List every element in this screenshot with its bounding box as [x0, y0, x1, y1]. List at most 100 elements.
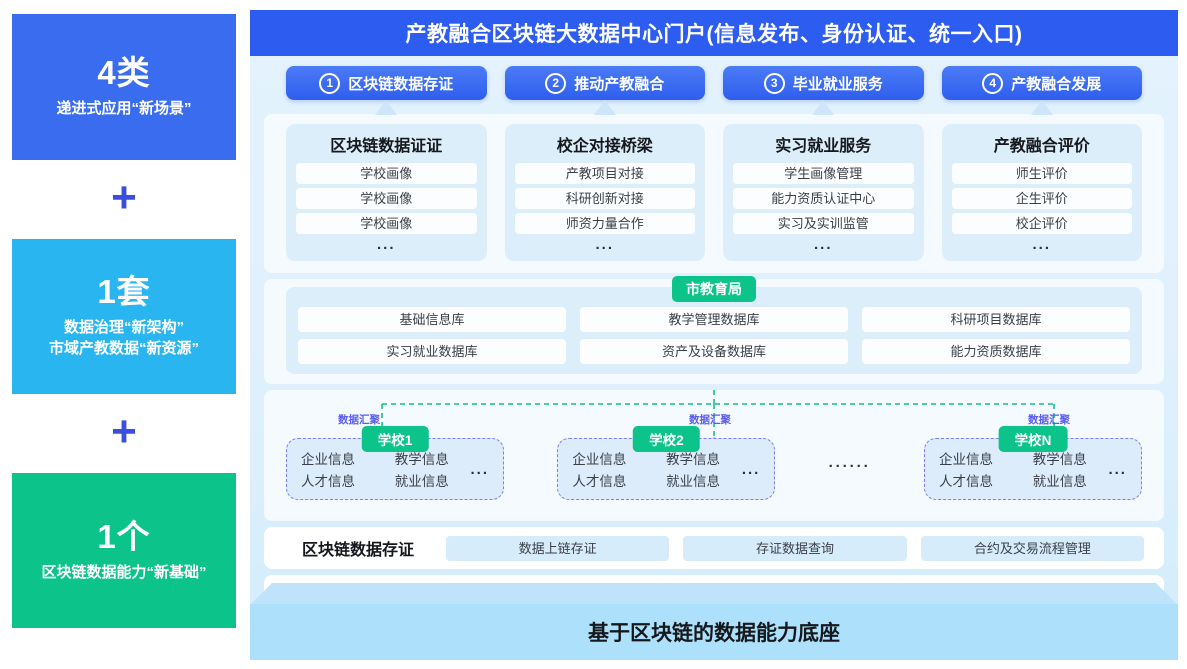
- school-2-dots: ...: [741, 460, 761, 478]
- scenario-card-1-dots: ...: [376, 236, 396, 253]
- school-n-field-0: 企业信息: [938, 452, 993, 467]
- scenario-card-1-item-1[interactable]: 学校画像: [296, 188, 477, 209]
- bureau-db-cell-0-1[interactable]: 教学管理数据库: [580, 307, 848, 332]
- bureau-db-row-2: 实习就业数据库 资产及设备数据库 能力资质数据库: [298, 339, 1130, 364]
- scenario-card-4-dots: ...: [1032, 236, 1051, 253]
- scenario-badge-3[interactable]: 3 毕业就业服务: [723, 66, 924, 100]
- school-1-field-0: 企业信息: [301, 452, 355, 467]
- badge-label-1: 区块链数据存证: [348, 75, 454, 93]
- schools-section: 数据汇聚 数据汇聚 数据汇聚 学校1 企业信息 教学信息 人才信息 就业信息 .…: [264, 390, 1164, 521]
- school-fields-n: 企业信息 教学信息 人才信息 就业信息: [939, 448, 1104, 490]
- scenario-card-1-title: 区块链数据证证: [330, 138, 443, 155]
- up-arrow-icon-3: [812, 100, 835, 115]
- badge-label-2: 推动产教融合: [574, 75, 665, 93]
- scenario-card-2-item-2[interactable]: 师资力量合作: [514, 213, 695, 234]
- bureau-chip: 市教育局: [672, 276, 756, 302]
- schools-ellipsis: ······: [828, 457, 871, 475]
- scenario-card-1-item-2[interactable]: 学校画像: [296, 213, 477, 234]
- plus-glyph-2: +: [111, 406, 137, 456]
- school-n-field-1: 教学信息: [1032, 452, 1087, 467]
- up-arrow-icon-2: [593, 100, 616, 115]
- school-1-dots: ...: [470, 460, 489, 478]
- capability-row-blockchain: 区块链数据存证 数据上链存证 存证数据查询 合约及交易流程管理: [264, 527, 1164, 569]
- scenario-card-4-item-2[interactable]: 校企评价: [951, 213, 1132, 234]
- rail-block-foundation-sub: 区块链数据能力“新基础”: [41, 563, 207, 581]
- scenario-badge-2[interactable]: 2 推动产教融合: [504, 66, 705, 100]
- scenario-card-3-item-2[interactable]: 实习及实训监管: [733, 213, 914, 234]
- school-n-dots: ...: [1108, 460, 1127, 478]
- arrow-cell-2: [505, 100, 706, 116]
- rail-block-scenarios-big: 4类: [97, 54, 151, 92]
- upward-arrow-row: [264, 100, 1164, 116]
- bureau-db-cell-1-0[interactable]: 实习就业数据库: [298, 339, 566, 364]
- school-1-field-2: 人才信息: [301, 474, 355, 489]
- bureau-db-cell-0-2[interactable]: 科研项目数据库: [862, 307, 1130, 332]
- school-2-field-1: 教学信息: [666, 452, 721, 467]
- school-n-field-2: 人才信息: [938, 474, 993, 489]
- rail-block-governance-big: 1套: [97, 273, 151, 311]
- school-chip-2: 学校2: [633, 426, 700, 452]
- arrow-cell-4: [942, 100, 1143, 116]
- bureau-db-cell-0-0[interactable]: 基础信息库: [298, 307, 566, 332]
- school-2-field-2: 人才信息: [572, 474, 627, 489]
- capability-cell-0-0[interactable]: 数据上链存证: [446, 535, 670, 561]
- school-node-1[interactable]: 学校1 企业信息 教学信息 人才信息 就业信息 ...: [286, 426, 504, 500]
- plus-separator-1: +: [12, 160, 236, 239]
- badge-label-3: 毕业就业服务: [792, 75, 883, 93]
- left-rail: 4类 递进式应用“新场景” + 1套 数据治理“新架构” 市域产教数据“新资源”…: [12, 14, 236, 656]
- badge-number-3: 3: [763, 72, 785, 94]
- rail-block-foundation: 1个 区块链数据能力“新基础”: [12, 473, 236, 628]
- school-fields-1: 企业信息 教学信息 人才信息 就业信息: [301, 448, 466, 490]
- up-arrow-icon-4: [1030, 100, 1053, 115]
- panel-body: 1 区块链数据存证 2 推动产教融合 3 毕业就业服务 4 产教融合发展: [250, 56, 1178, 660]
- scenario-badge-4[interactable]: 4 产教融合发展: [941, 66, 1142, 100]
- school-2-field-0: 企业信息: [572, 452, 627, 467]
- badge-label-4: 产教融合发展: [1011, 75, 1102, 93]
- scenario-card-3-title: 实习就业服务: [775, 138, 872, 155]
- agg-label-school-2: 数据汇聚: [689, 414, 731, 426]
- arrow-cell-3: [723, 100, 924, 116]
- school-1-field-3: 就业信息: [394, 474, 449, 489]
- scenario-card-4[interactable]: 产教融合评价 师生评价 企生评价 校企评价 ...: [941, 124, 1142, 261]
- scenario-card-1-item-0[interactable]: 学校画像: [296, 163, 477, 184]
- scenario-card-2-item-0[interactable]: 产教项目对接: [514, 163, 695, 184]
- badge-number-4: 4: [982, 72, 1004, 94]
- rail-block-governance-sub-line1: 数据治理“新架构”: [63, 319, 184, 337]
- bureau-section: 市教育局 基础信息库 教学管理数据库 科研项目数据库 实习就业数据库 资产及设备…: [264, 276, 1164, 384]
- capability-row-blockchain-label: 区块链数据存证: [301, 542, 414, 559]
- scenario-card-3-item-0[interactable]: 学生画像管理: [733, 163, 914, 184]
- bureau-db-cell-1-1[interactable]: 资产及设备数据库: [580, 339, 848, 364]
- capability-cell-0-2[interactable]: 合约及交易流程管理: [920, 535, 1144, 561]
- bureau-inner: 市教育局 基础信息库 教学管理数据库 科研项目数据库 实习就业数据库 资产及设备…: [286, 276, 1142, 374]
- bureau-db-cell-1-2[interactable]: 能力资质数据库: [862, 339, 1130, 364]
- scenario-card-2[interactable]: 校企对接桥梁 产教项目对接 科研创新对接 师资力量合作 ...: [504, 124, 705, 261]
- scenario-card-2-item-1[interactable]: 科研创新对接: [514, 188, 695, 209]
- rail-block-governance: 1套 数据治理“新架构” 市域产教数据“新资源”: [12, 239, 236, 394]
- school-node-n[interactable]: 学校N 企业信息 教学信息 人才信息 就业信息 ...: [923, 426, 1142, 500]
- school-1-field-1: 教学信息: [394, 452, 449, 467]
- portal-header: 产教融合区块链大数据中心门户(信息发布、身份认证、统一入口): [250, 10, 1178, 56]
- rail-block-foundation-big: 1个: [97, 517, 151, 555]
- portal-header-title: 产教融合区块链大数据中心门户(信息发布、身份认证、统一入口): [405, 23, 1023, 46]
- scenario-cards: 区块链数据证证 学校画像 学校画像 学校画像 ... 校企对接桥梁 产教项目对接…: [286, 124, 1142, 261]
- school-chip-1: 学校1: [361, 426, 429, 452]
- bureau-db-row-1: 基础信息库 教学管理数据库 科研项目数据库: [298, 307, 1130, 332]
- school-2-field-3: 就业信息: [666, 474, 721, 489]
- scenario-card-1[interactable]: 区块链数据证证 学校画像 学校画像 学校画像 ...: [286, 124, 487, 261]
- school-node-2[interactable]: 学校2 企业信息 教学信息 人才信息 就业信息 ...: [557, 426, 776, 500]
- scenario-badge-1[interactable]: 1 区块链数据存证: [286, 66, 487, 100]
- scenario-card-3-item-1[interactable]: 能力资质认证中心: [733, 188, 914, 209]
- capability-cell-0-1[interactable]: 存证数据查询: [683, 535, 907, 561]
- scenario-card-2-title: 校企对接桥梁: [556, 138, 653, 155]
- scenario-card-4-item-0[interactable]: 师生评价: [951, 163, 1132, 184]
- scenario-card-3[interactable]: 实习就业服务 学生画像管理 能力资质认证中心 实习及实训监管 ...: [723, 124, 924, 261]
- scenario-card-4-title: 产教融合评价: [993, 138, 1090, 155]
- scenario-card-4-item-1[interactable]: 企生评价: [951, 188, 1132, 209]
- up-arrow-icon-1: [375, 100, 398, 115]
- plus-glyph-1: +: [111, 172, 137, 222]
- base-bar-title: 基于区块链的数据能力底座: [588, 622, 840, 645]
- plus-separator-2: +: [12, 394, 236, 473]
- arrow-cell-1: [286, 100, 487, 116]
- school-fields-2: 企业信息 教学信息 人才信息 就业信息: [572, 448, 737, 490]
